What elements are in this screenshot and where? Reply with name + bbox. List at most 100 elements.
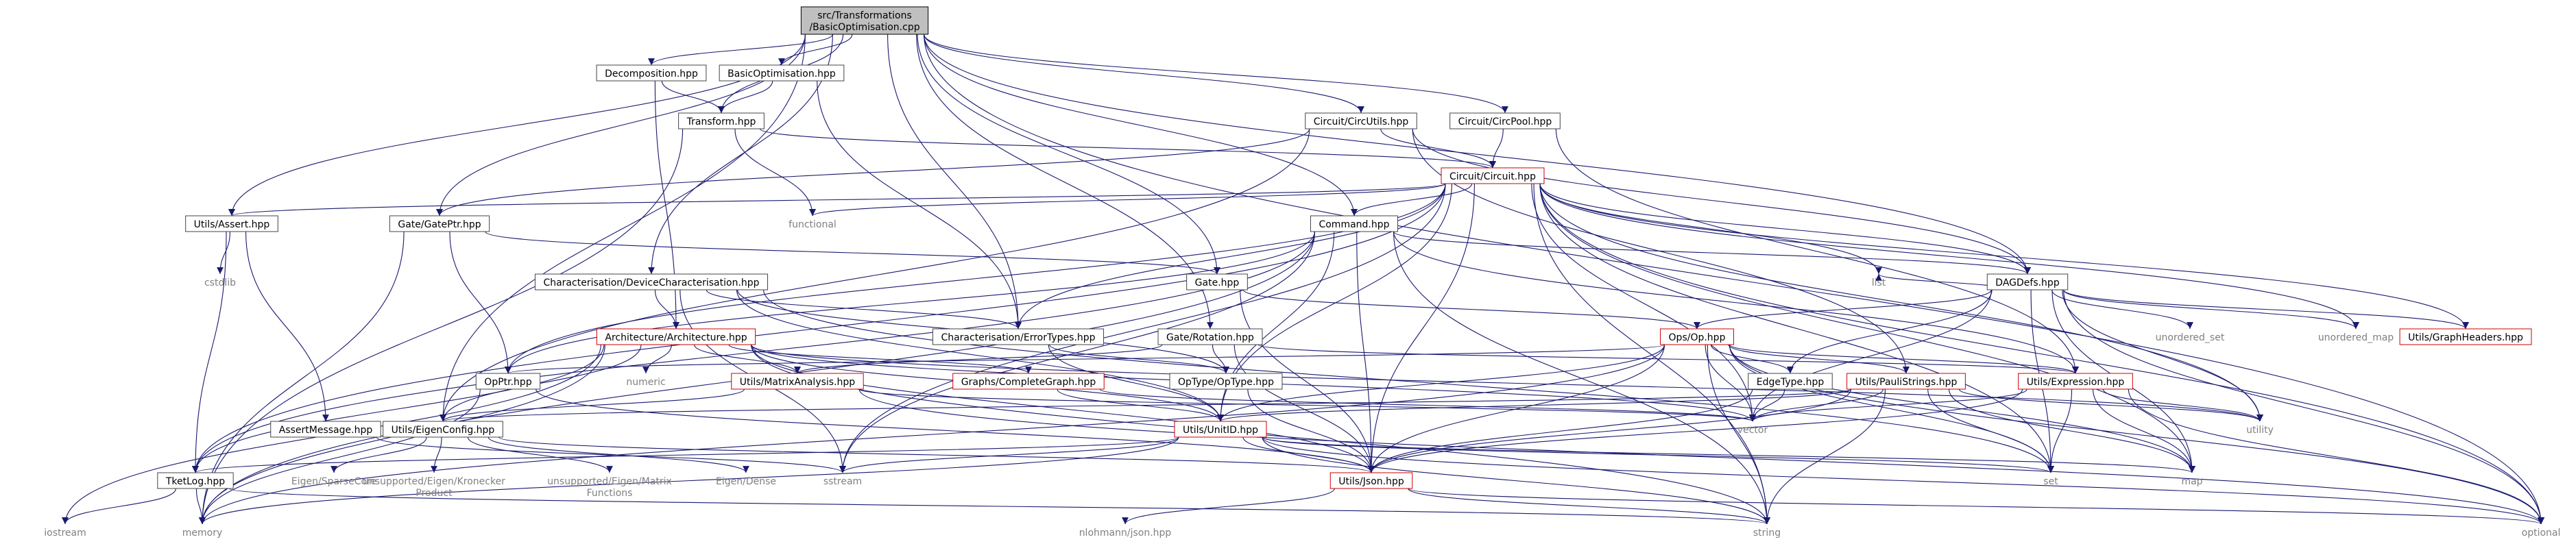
node-basicopt[interactable]: BasicOptimisation.hpp (719, 64, 845, 82)
edge-dagdefs-to-opshpp (1694, 289, 1992, 330)
node-dagdefs[interactable]: DAGDefs.hpp (1986, 273, 2069, 290)
edge-root-to-eigenconfig (440, 34, 806, 422)
node-label: EdgeType.hpp (1757, 377, 1825, 388)
edge-unitid-to-set (1262, 436, 2054, 473)
edge-command-to-opptr (505, 231, 1316, 374)
node-gateptr[interactable]: Gate/GatePtr.hpp (389, 215, 490, 232)
edge-expression-to-json (1368, 388, 2023, 473)
edge-basicopt-to-transform (718, 80, 773, 114)
edge-unitid-to-string (1262, 436, 1770, 525)
node-map: map (2181, 476, 2202, 487)
node-circuit[interactable]: Circuit/Circuit.hpp (1441, 167, 1545, 184)
edge-circutils-to-eigenconfig (440, 128, 1310, 422)
edge-paulistrings-to-eigenconfig (440, 388, 1852, 422)
node-label: set (2043, 476, 2058, 487)
node-box (185, 215, 278, 232)
node-root[interactable]: src/Transformations/BasicOptimisation.cp… (800, 6, 929, 35)
edge-gateptr-to-memory (199, 231, 405, 525)
edge-optype-to-json (1247, 388, 1375, 473)
edge-assert-to-cstdlib (217, 231, 230, 275)
edge-root-to-rotation (916, 34, 1214, 330)
node-expression[interactable]: Utils/Expression.hpp (2018, 373, 2133, 390)
edge-circuit-to-tketlog (192, 183, 1446, 473)
node-errortypes[interactable]: Characterisation/ErrorTypes.hpp (932, 328, 1105, 345)
node-numeric: numeric (626, 377, 665, 388)
node-box (157, 472, 234, 489)
node-box (1748, 373, 1833, 390)
node-utility: utility (2246, 425, 2274, 436)
edge-opshpp-to-string (1707, 344, 1770, 525)
node-label: AssertMessage.hpp (279, 425, 373, 436)
node-label: Characterisation/ErrorTypes.hpp (941, 332, 1095, 343)
edge-eigenconfig-to-eigendense (487, 436, 749, 473)
edge-opshpp-to-optional (1729, 344, 2544, 525)
node-label: Utils/Assert.hpp (194, 219, 270, 230)
edge-rotation-to-json (1233, 344, 1375, 473)
node-unitid[interactable]: Utils/UnitID.hpp (1174, 421, 1267, 438)
node-eigenconfig[interactable]: Utils/EigenConfig.hpp (383, 421, 503, 438)
node-box (596, 328, 756, 345)
node-graphheaders[interactable]: Utils/GraphHeaders.hpp (2399, 328, 2532, 345)
edge-circuit-to-command (1351, 183, 1473, 216)
node-label: TketLog.hpp (165, 476, 225, 487)
edge-circuit-to-vector (1531, 183, 1756, 422)
node-optype[interactable]: OpType/OpType.hpp (1169, 373, 1283, 390)
node-box (1157, 328, 1263, 345)
node-label: Functions (587, 488, 633, 499)
node-decomp[interactable]: Decomposition.hpp (596, 64, 707, 82)
node-opptr[interactable]: OpPtr.hpp (475, 373, 541, 390)
node-devchar[interactable]: Characterisation/DeviceCharacterisation.… (534, 273, 769, 290)
edge-assertmessage-to-sstream (376, 436, 846, 473)
edge-circuit-to-list (1539, 183, 1882, 275)
node-box (383, 421, 503, 438)
edge-matrixanalysis-to-optional (858, 388, 2544, 525)
node-assertmessage[interactable]: AssertMessage.hpp (270, 421, 381, 438)
node-nlohmann: nlohmann/json.hpp (1079, 528, 1172, 539)
node-cstdlib: cstdlib (204, 277, 236, 288)
node-label: OpPtr.hpp (484, 377, 532, 388)
node-command[interactable]: Command.hpp (1310, 215, 1399, 232)
edge-assert-to-tketlog (192, 231, 227, 473)
edge-paulistrings-to-map (1949, 388, 2195, 473)
edge-json-to-nlohmann (1122, 488, 1335, 525)
edge-unitid-to-optional (1262, 436, 2544, 525)
edge-gatehpp-to-opshpp (1242, 289, 1700, 330)
edge-gatehpp-to-json (1240, 289, 1375, 473)
node-opshpp[interactable]: Ops/Op.hpp (1660, 328, 1734, 345)
edge-transform-to-circuit (759, 128, 1496, 169)
node-completegraph[interactable]: Graphs/CompleteGraph.hpp (952, 373, 1105, 390)
node-functional: functional (789, 219, 836, 230)
node-label: BasicOptimisation.hpp (727, 69, 836, 79)
node-circpool[interactable]: Circuit/CircPool.hpp (1449, 112, 1561, 129)
node-box (534, 273, 769, 290)
node-paulistrings[interactable]: Utils/PauliStrings.hpp (1846, 373, 1966, 390)
node-circutils[interactable]: Circuit/CircUtils.hpp (1305, 112, 1417, 129)
node-label: Utils/Json.hpp (1338, 476, 1404, 487)
node-iostream: iostream (44, 528, 86, 539)
edge-dagdefs-to-unordered_map (2063, 289, 2359, 330)
node-label: string (1753, 528, 1781, 539)
edge-circuit-to-graphheaders (1539, 183, 2469, 330)
node-gatehpp[interactable]: Gate.hpp (1186, 273, 1248, 290)
edge-eigenconfig-to-json (498, 436, 1375, 473)
node-matrixanalysis[interactable]: Utils/MatrixAnalysis.hpp (731, 373, 864, 390)
node-rotation[interactable]: Gate/Rotation.hpp (1157, 328, 1263, 345)
node-json[interactable]: Utils/Json.hpp (1329, 472, 1413, 489)
node-label: Ops/Op.hpp (1669, 332, 1726, 343)
node-label: src/Transformations (817, 10, 911, 21)
node-assert[interactable]: Utils/Assert.hpp (185, 215, 278, 232)
edge-opshpp-to-json (1368, 344, 1665, 473)
node-label: map (2181, 476, 2202, 487)
node-architecture[interactable]: Architecture/Architecture.hpp (596, 328, 756, 345)
node-tketlog[interactable]: TketLog.hpp (157, 472, 234, 489)
node-label: Utils/MatrixAnalysis.hpp (740, 377, 855, 388)
node-box (1441, 167, 1545, 184)
node-transform[interactable]: Transform.hpp (678, 112, 765, 129)
edge-eigenconfig-to-kronecker (431, 436, 442, 473)
node-edgetype[interactable]: EdgeType.hpp (1748, 373, 1833, 390)
edge-root-to-gatehpp (917, 34, 1220, 275)
node-label: Gate/GatePtr.hpp (398, 219, 481, 230)
node-label: Circuit/Circuit.hpp (1449, 171, 1536, 182)
